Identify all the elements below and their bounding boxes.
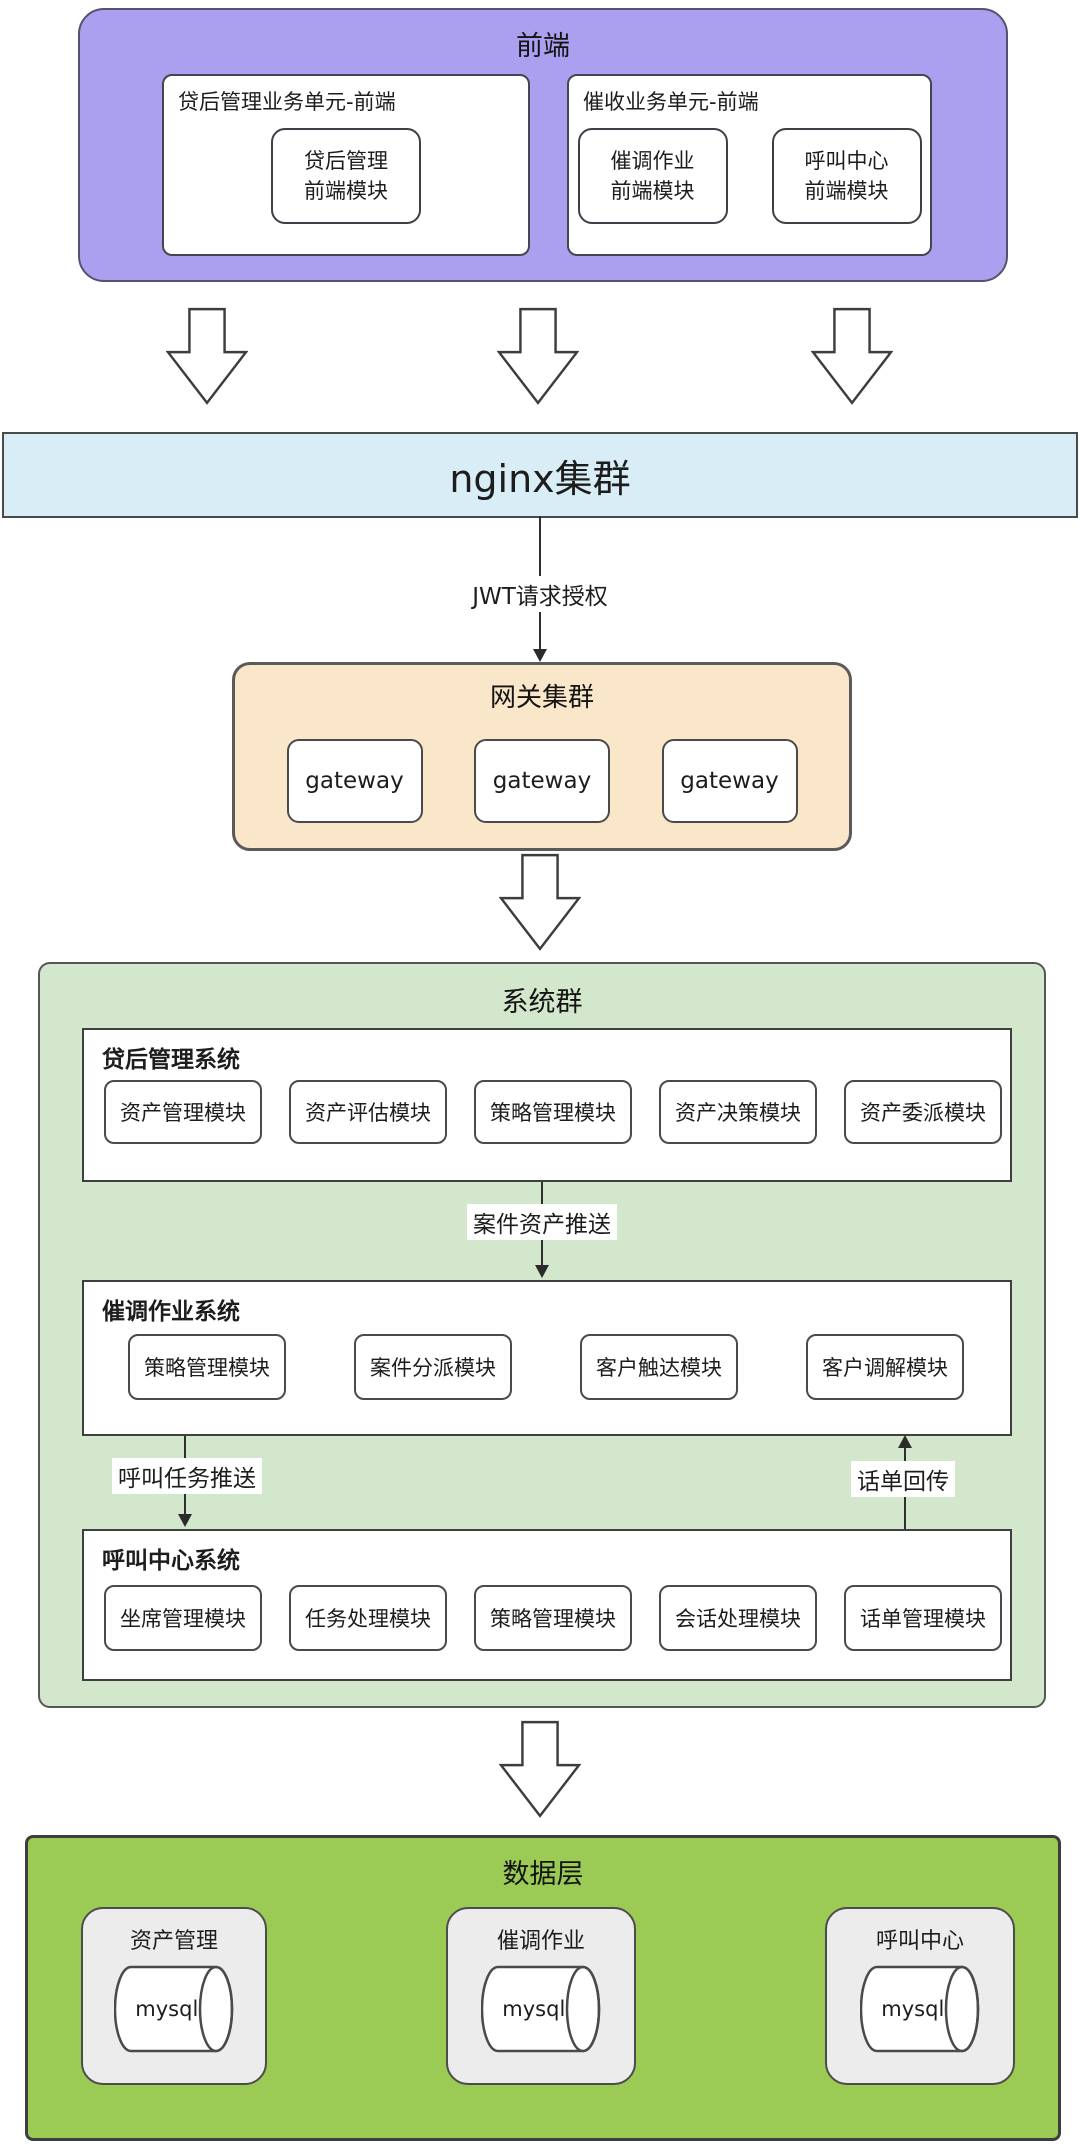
section-postloan-system: 贷后管理系统 资产管理模块 资产评估模块 策略管理模块 资产决策模块 资产委派模… — [82, 1028, 1012, 1182]
case-push-label: 案件资产推送 — [467, 1204, 617, 1240]
module-asset-delegate: 资产委派模块 — [844, 1080, 1002, 1144]
cdr-return-label: 话单回传 — [851, 1461, 955, 1497]
store-collection-db-label: mysql — [502, 1997, 566, 2021]
module-cdr-mgmt: 话单管理模块 — [844, 1585, 1002, 1651]
database-cylinder-icon: mysql — [859, 1965, 980, 2053]
frontend-unit-postloan: 贷后管理业务单元-前端 贷后管理 前端模块 — [162, 74, 530, 256]
module-session-processing: 会话处理模块 — [659, 1585, 817, 1651]
frontend-module-collection-ops-line2: 前端模块 — [610, 179, 695, 203]
system-group-title: 系统群 — [501, 987, 583, 1018]
frontend-module-collection-ops-line1: 催调作业 — [610, 148, 695, 173]
section-callcenter-system: 呼叫中心系统 坐席管理模块 任务处理模块 策略管理模块 会话处理模块 话单管理模… — [82, 1529, 1012, 1681]
gateway-node-label: gateway — [492, 768, 592, 794]
frontend-title: 前端 — [516, 31, 570, 62]
module-case-dispatch: 案件分派模块 — [354, 1334, 512, 1400]
down-block-arrow-icon — [499, 1720, 581, 1818]
store-collection-ops: 催调作业 mysql — [446, 1907, 636, 2085]
section-collection-header: 催调作业系统 — [102, 1299, 240, 1325]
down-block-arrow-icon — [497, 307, 579, 405]
system-group-box: 系统群 贷后管理系统 资产管理模块 资产评估模块 策略管理模块 资产决策模块 资… — [38, 962, 1046, 1708]
section-postloan-header: 贷后管理系统 — [102, 1047, 240, 1073]
module-agent-mgmt: 坐席管理模块 — [104, 1585, 262, 1651]
gateway-cluster-box: 网关集群 gateway gateway gateway — [232, 662, 852, 851]
gateway-cluster-title: 网关集群 — [489, 683, 594, 713]
frontend-module-postloan-line2: 前端模块 — [304, 179, 388, 203]
gateway-node-label: gateway — [680, 768, 779, 794]
store-callcenter: 呼叫中心 mysql — [825, 1907, 1015, 2085]
gateway-node-label: gateway — [305, 768, 404, 794]
store-asset-mgmt-label: 资产管理 — [129, 1929, 218, 1954]
section-collection-system: 催调作业系统 策略管理模块 案件分派模块 客户触达模块 客户调解模块 — [82, 1280, 1012, 1436]
frontend-module-callcenter: 呼叫中心 前端模块 — [771, 128, 922, 224]
case-push-arrowhead-icon — [535, 1265, 549, 1278]
frontend-unit-collection-label: 催收业务单元-前端 — [583, 90, 759, 114]
down-block-arrow-icon — [166, 307, 248, 405]
gateway-node: gateway — [286, 739, 423, 823]
nginx-cluster-label: nginx集群 — [449, 456, 631, 501]
data-layer-title: 数据层 — [502, 1859, 584, 1890]
call-task-arrowhead-icon — [178, 1514, 192, 1527]
down-block-arrow-icon — [811, 307, 893, 405]
nginx-cluster-bar: nginx集群 — [2, 432, 1078, 518]
gateway-node-row: gateway gateway gateway — [235, 739, 849, 823]
module-customer-mediation: 客户调解模块 — [806, 1334, 964, 1400]
frontend-unit-collection: 催收业务单元-前端 催调作业 前端模块 呼叫中心 前端模块 — [567, 74, 932, 256]
module-asset-decision: 资产决策模块 — [659, 1080, 817, 1144]
module-customer-reach: 客户触达模块 — [580, 1334, 738, 1400]
module-asset-mgmt: 资产管理模块 — [104, 1080, 262, 1144]
section-callcenter-header: 呼叫中心系统 — [102, 1548, 240, 1574]
frontend-module-callcenter-line2: 前端模块 — [804, 179, 889, 203]
down-block-arrow-icon — [499, 853, 581, 951]
frontend-unit-postloan-label: 贷后管理业务单元-前端 — [178, 90, 396, 114]
store-asset-db-label: mysql — [135, 1997, 199, 2021]
module-asset-eval: 资产评估模块 — [289, 1080, 447, 1144]
data-layer-box: 数据层 资产管理 mysql 催调作业 mysql 呼叫中心 — [25, 1835, 1061, 2141]
jwt-flow-label: JWT请求授权 — [466, 576, 614, 612]
module-strategy-mgmt: 策略管理模块 — [128, 1334, 286, 1400]
store-callcenter-db-label: mysql — [881, 1997, 945, 2021]
database-cylinder-icon: mysql — [480, 1965, 601, 2053]
jwt-arrowhead-icon — [533, 649, 547, 662]
store-callcenter-label: 呼叫中心 — [875, 1929, 964, 1954]
module-task-processing: 任务处理模块 — [289, 1585, 447, 1651]
frontend-unit-collection-modules: 催调作业 前端模块 呼叫中心 前端模块 — [569, 128, 930, 224]
frontend-module-postloan: 贷后管理 前端模块 — [271, 128, 421, 224]
call-task-push-label: 呼叫任务推送 — [112, 1458, 262, 1494]
store-asset-mgmt: 资产管理 mysql — [81, 1907, 267, 2085]
cdr-return-arrowhead-icon — [898, 1435, 912, 1448]
frontend-box: 前端 贷后管理业务单元-前端 贷后管理 前端模块 催收业务单元-前端 催调作业 … — [78, 8, 1008, 282]
frontend-module-callcenter-line1: 呼叫中心 — [804, 148, 889, 173]
module-strategy-mgmt: 策略管理模块 — [474, 1585, 632, 1651]
gateway-node: gateway — [474, 739, 610, 823]
gateway-node: gateway — [661, 739, 798, 823]
store-collection-ops-label: 催调作业 — [496, 1929, 585, 1954]
database-cylinder-icon: mysql — [113, 1965, 234, 2053]
frontend-unit-postloan-modules: 贷后管理 前端模块 — [164, 128, 528, 224]
frontend-module-collection-ops: 催调作业 前端模块 — [577, 128, 728, 224]
module-strategy-mgmt: 策略管理模块 — [474, 1080, 632, 1144]
frontend-module-postloan-line1: 贷后管理 — [304, 148, 388, 173]
